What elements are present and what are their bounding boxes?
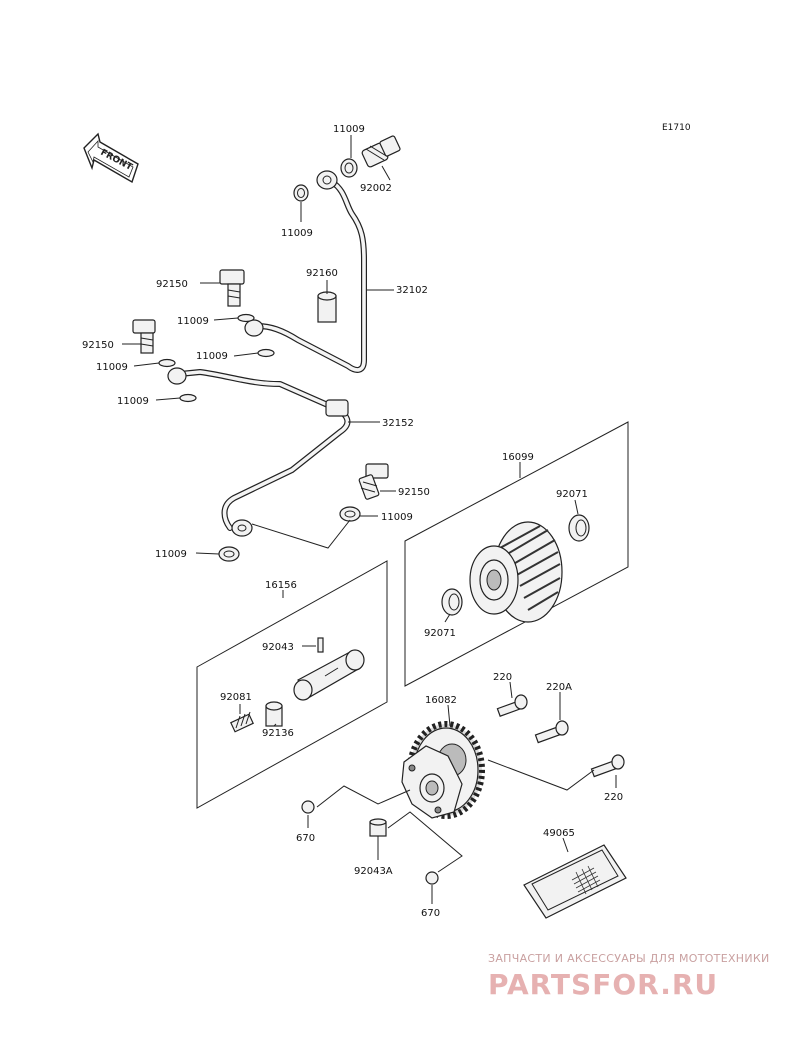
dowel-pin-92043A [369,818,387,837]
label-670-a: 670 [296,833,315,844]
label-11009-c: 11009 [177,316,209,327]
bolt-220-a [496,694,528,717]
label-16099: 16099 [502,452,534,463]
relief-valve-box-16156 [196,560,388,809]
label-11009-f: 11009 [117,396,149,407]
oil-pump-16082 [401,721,485,819]
bolt-92150-a [219,269,245,307]
o-ring-92071-a [568,514,590,542]
bolt-92150-b [132,319,156,354]
label-11009-g: 11009 [381,512,413,523]
o-ring-92071-b [441,588,463,616]
watermark: ЗАПЧАСТИ И АКСЕССУАРЫ ДЛЯ МОТОТЕХНИКИ PA… [488,952,770,1001]
leader-lines-valve [239,590,316,727]
label-92043: 92043 [262,642,294,653]
label-32152: 32152 [382,418,414,429]
label-11009-d: 11009 [196,351,228,362]
label-16156: 16156 [265,580,297,591]
bolt-220A [534,720,569,744]
part-labels: 11009 92002 11009 92160 32102 92150 1100… [82,124,623,919]
oil-filter-16099 [469,521,563,623]
label-220-a: 220 [493,672,512,683]
label-11009-b: 11009 [281,228,313,239]
label-11009-h: 11009 [155,549,187,560]
plunger-92136 [265,701,283,727]
label-92150-c: 92150 [398,487,430,498]
washer-11009-c [237,313,255,323]
pin-92043 [317,637,324,653]
washer-11009-h [218,546,240,562]
spring-92081 [230,711,254,733]
label-32102: 32102 [396,285,428,296]
label-92081: 92081 [220,692,252,703]
watermark-tagline: ЗАПЧАСТИ И АКСЕССУАРЫ ДЛЯ МОТОТЕХНИКИ [488,952,770,965]
relief-valve-16156 [293,649,365,701]
gasket-49065 [523,837,627,919]
label-92071-a: 92071 [556,489,588,500]
label-92043A: 92043A [354,866,393,877]
label-670-b: 670 [421,908,440,919]
diagram-code: E1710 [662,123,691,133]
washer-11009-f [179,393,197,403]
washer-11009-top [340,158,358,178]
label-16082: 16082 [425,695,457,706]
label-92136: 92136 [262,728,294,739]
label-92150-b: 92150 [82,340,114,351]
washer-11009-left [293,184,309,202]
o-ring-670-b [425,871,439,885]
bolt-92150-c [358,463,389,500]
front-arrow-icon: FRONT [83,132,139,184]
leader-lines-pump [307,681,617,904]
collar-92160 [317,291,337,323]
label-92160: 92160 [306,268,338,279]
oil-filter-box-16099 [404,421,629,687]
oil-pipe-32152 [167,367,351,537]
label-11009-a: 11009 [333,124,365,135]
oil-pipe-32102 [244,170,367,373]
label-220-b: 220 [604,792,623,803]
label-49065: 49065 [543,828,575,839]
label-92150-a: 92150 [156,279,188,290]
label-11009-e: 11009 [96,362,128,373]
label-92002: 92002 [360,183,392,194]
washer-11009-g [339,506,361,522]
o-ring-670-a [301,800,315,814]
bolt-220-b [590,754,625,778]
leader-lines-top [122,135,396,555]
label-220A: 220A [546,682,572,693]
watermark-brand: PARTSFOR.RU [488,968,718,1001]
washer-11009-e [158,358,176,368]
washer-11009-d [257,348,275,358]
label-92071-b: 92071 [424,628,456,639]
leader-lines-filter [444,462,579,623]
banjo-bolt-92002 [361,135,401,168]
